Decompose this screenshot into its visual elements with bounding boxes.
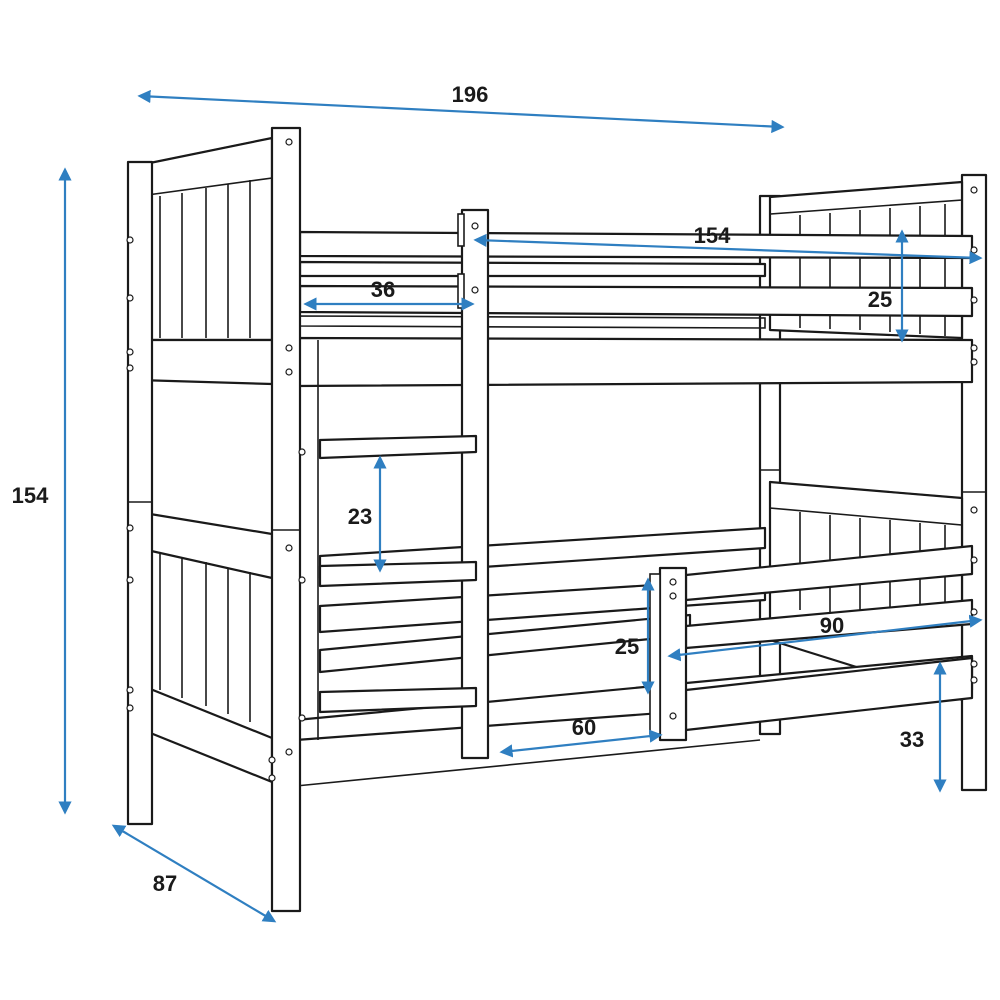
dimension-floor-clearance: 33: [900, 661, 947, 793]
dimension-depth: 87: [111, 824, 277, 923]
left-bottom-headboard: [136, 510, 274, 784]
left-front-post: [270, 126, 302, 913]
left-rear-post: [126, 160, 154, 826]
dimension-total-length: 196: [137, 82, 785, 134]
dimension-total-height: 154: [12, 167, 72, 815]
bed-frame: [126, 126, 988, 913]
dimension-rail-height-top: 25: [868, 229, 909, 343]
dim-label-196: 196: [452, 82, 489, 107]
dim-label-25-top: 25: [868, 287, 892, 312]
dim-label-36: 36: [371, 277, 395, 302]
bolts: [126, 138, 978, 782]
dimension-bottom-opening: 60: [499, 715, 663, 758]
dimension-ladder-step: 23: [348, 455, 387, 573]
dim-label-25-bottom: 25: [615, 634, 639, 659]
left-top-headboard: [136, 136, 274, 386]
dim-label-87: 87: [153, 871, 177, 896]
dim-label-23: 23: [348, 504, 372, 529]
top-frame-beam: [294, 336, 974, 388]
dim-label-154-height: 154: [12, 483, 49, 508]
dim-label-90: 90: [820, 613, 844, 638]
dim-label-33: 33: [900, 727, 924, 752]
dimension-rail-height-bottom: 25: [615, 577, 655, 695]
dim-label-154-length: 154: [694, 223, 731, 248]
dimension-ladder-opening: 36: [303, 277, 475, 311]
ladder: [318, 208, 490, 760]
dimension-bottom-rail: 90: [667, 613, 983, 662]
dim-label-60: 60: [572, 715, 596, 740]
